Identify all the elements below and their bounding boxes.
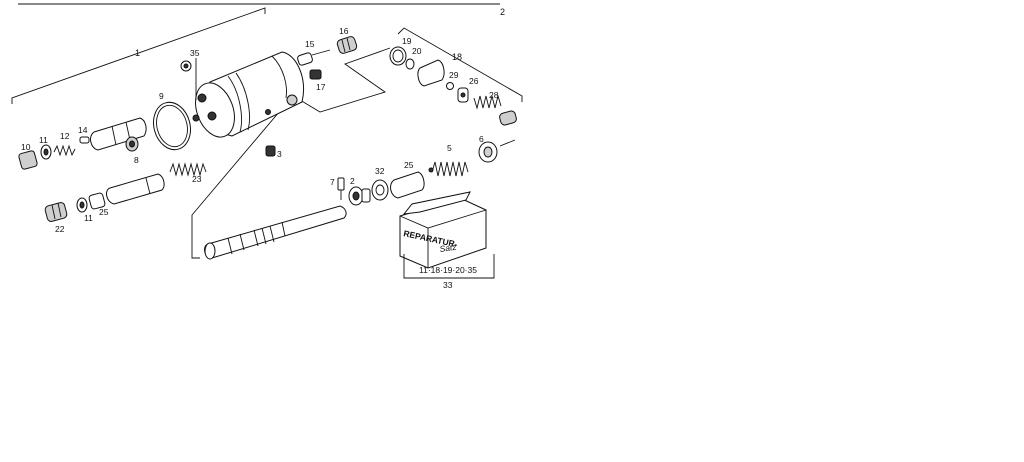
part-2-washer bbox=[348, 186, 371, 206]
label-14: 14 bbox=[78, 125, 88, 135]
part-29-ball bbox=[446, 82, 454, 90]
part-12-spring bbox=[53, 144, 76, 157]
label-6: 6 bbox=[479, 134, 484, 144]
part-11-washer-lower bbox=[76, 197, 88, 213]
valve-housing bbox=[192, 51, 305, 138]
label-8: 8 bbox=[134, 155, 139, 165]
label-11-upper: 11 bbox=[39, 135, 48, 145]
label-12: 12 bbox=[60, 131, 70, 141]
repair-kit-contents: 11·18·19·20·35 bbox=[419, 265, 477, 275]
part-6-cap bbox=[478, 141, 498, 163]
part-7-pin bbox=[337, 177, 345, 200]
label-26: 26 bbox=[469, 76, 479, 86]
label-17: 17 bbox=[316, 82, 326, 92]
label-9: 9 bbox=[159, 91, 164, 101]
label-15: 15 bbox=[305, 39, 315, 49]
part-14-pin bbox=[79, 136, 90, 144]
part-17-plug bbox=[309, 69, 322, 80]
label-25-lower: 25 bbox=[99, 207, 109, 217]
repair-kit-number: 33 bbox=[443, 280, 453, 290]
repair-kit-bracket bbox=[403, 254, 495, 279]
label-29: 29 bbox=[449, 70, 459, 80]
part-11-washer-upper bbox=[40, 144, 52, 160]
part-20-ring bbox=[405, 58, 415, 70]
repair-kit-box bbox=[399, 191, 487, 269]
part-9-o-ring bbox=[153, 101, 191, 151]
label-7: 7 bbox=[330, 177, 335, 187]
upper-piston bbox=[90, 117, 147, 151]
part-32-seal bbox=[371, 179, 389, 201]
label-3: 3 bbox=[277, 149, 282, 159]
label-28: 28 bbox=[489, 90, 499, 100]
assembly-label: 1 bbox=[135, 48, 140, 58]
part-15-fitting bbox=[297, 49, 331, 66]
leader-line-shaft-spring bbox=[499, 139, 516, 147]
label-5: 5 bbox=[447, 143, 452, 153]
subassembly-label: 18 bbox=[452, 52, 462, 62]
label-2: 2 bbox=[350, 176, 355, 186]
part-25-sleeve-upper bbox=[390, 171, 425, 199]
leader-line-housing-to-subassembly bbox=[299, 47, 391, 113]
part-23-spring bbox=[169, 162, 207, 177]
label-20: 20 bbox=[412, 46, 422, 56]
part-25-sleeve-lower bbox=[88, 192, 106, 210]
part-5-spring bbox=[428, 161, 469, 177]
label-32: 32 bbox=[375, 166, 385, 176]
subassembly-bracket bbox=[397, 27, 523, 102]
part-35-nut bbox=[180, 58, 197, 100]
lower-piston bbox=[106, 173, 165, 205]
label-19: 19 bbox=[402, 36, 412, 46]
page-number: 2 bbox=[500, 7, 505, 17]
main-shaft bbox=[204, 205, 347, 260]
assembly-bracket bbox=[11, 7, 266, 104]
part-10-plug bbox=[18, 150, 38, 170]
part-8-bushing bbox=[125, 136, 139, 152]
subassembly-sleeve bbox=[417, 59, 445, 87]
part-26-seat bbox=[457, 87, 469, 103]
part-28-spring bbox=[473, 94, 517, 126]
label-22: 22 bbox=[55, 224, 65, 234]
part-19-o-ring bbox=[389, 46, 407, 66]
label-35: 35 bbox=[190, 48, 200, 58]
label-11-lower: 11 bbox=[84, 213, 93, 223]
leader-line-housing-to-shaft bbox=[191, 104, 286, 259]
part-3-screw bbox=[265, 145, 276, 157]
part-22-cap bbox=[44, 202, 68, 222]
label-10: 10 bbox=[21, 142, 31, 152]
part-16-cap bbox=[336, 36, 358, 54]
label-16: 16 bbox=[339, 26, 349, 36]
label-25-upper: 25 bbox=[404, 160, 414, 170]
label-23: 23 bbox=[192, 174, 202, 184]
repair-kit-text-2: Satz bbox=[439, 242, 458, 254]
